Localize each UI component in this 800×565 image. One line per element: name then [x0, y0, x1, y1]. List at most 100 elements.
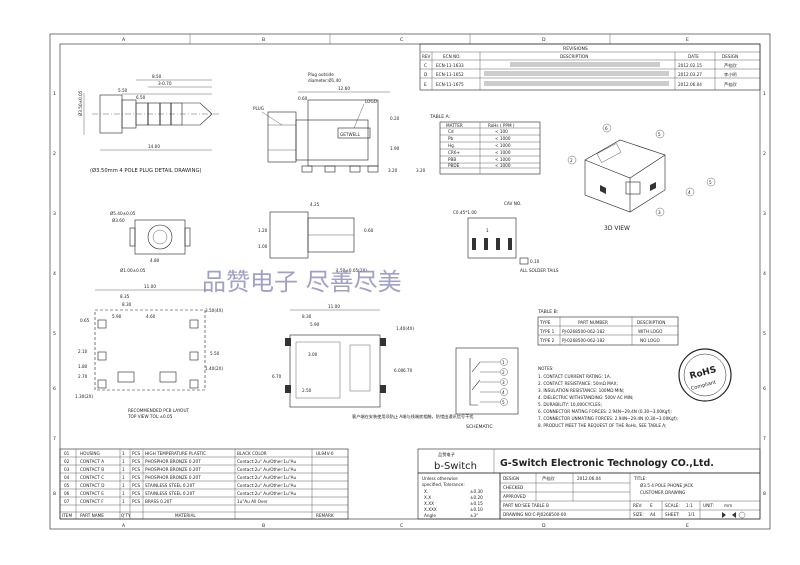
dim: 6.70	[272, 374, 282, 379]
note-item: 5. DURABILITY: 10,000CYCLES;	[538, 402, 602, 407]
svg-text:1: 1	[122, 483, 125, 488]
svg-text:PCS: PCS	[132, 491, 140, 496]
svg-text:UNIT:: UNIT:	[703, 503, 714, 508]
svg-text:1: 1	[486, 228, 489, 233]
svg-text:Hg: Hg	[448, 143, 454, 148]
watermark-text: 品赞电子 尽善尽美	[202, 268, 402, 296]
cavity-label: CAV NO.	[504, 201, 521, 206]
svg-text:1: 1	[763, 91, 766, 97]
svg-text:< 100: < 100	[495, 129, 508, 134]
dim: 2.10	[78, 349, 88, 354]
svg-text:C: C	[424, 63, 427, 68]
dim: 12.60	[338, 86, 350, 91]
svg-text:< 1000: < 1000	[495, 143, 511, 148]
svg-text:APPROVED: APPROVED	[503, 494, 526, 499]
svg-text:MATERIAL: MATERIAL	[175, 513, 196, 518]
dim: 5.50	[210, 351, 220, 356]
svg-text:1: 1	[122, 467, 125, 472]
svg-text:SCALE:: SCALE:	[665, 503, 680, 508]
svg-text:6: 6	[763, 386, 766, 392]
svg-text:02: 02	[64, 459, 70, 464]
svg-text:ECN-11-1652: ECN-11-1652	[436, 72, 464, 77]
col-label: B	[262, 523, 265, 529]
col-label: A	[122, 37, 126, 43]
svg-text:BRASS 0.20T: BRASS 0.20T	[145, 499, 172, 504]
border-column-letters-bottom: A B C D E	[122, 523, 689, 529]
note-item: 2. CONTACT RESISTANCE: 50mΩ MAX;	[538, 381, 618, 386]
dim: 0.60	[364, 228, 374, 233]
svg-text:芦桂欣: 芦桂欣	[542, 475, 555, 482]
svg-text:Contact:2u" Au/Other:1u"Au: Contact:2u" Au/Other:1u"Au	[237, 475, 297, 480]
dim: 1.40(4X)	[396, 326, 414, 331]
col-label: C	[400, 523, 403, 529]
svg-text:PCS: PCS	[132, 499, 140, 504]
svg-text:PJ-0268500-062-182: PJ-0268500-062-182	[562, 338, 605, 343]
svg-text:ECN NO.: ECN NO.	[443, 54, 461, 59]
svg-text:CONTACT D: CONTACT D	[80, 483, 104, 488]
svg-text:李小明: 李小明	[724, 71, 737, 78]
dim: 1.30(2X)	[75, 394, 93, 399]
3d-view-label: 3D VIEW	[604, 225, 630, 232]
svg-text:Cd: Cd	[448, 129, 454, 134]
svg-text:2012.02.15: 2012.02.15	[678, 63, 702, 68]
svg-text:X.XX: X.XX	[424, 501, 434, 506]
install-note: 客户端在安装使用须防止 A端与线端底相触，防错由通讯信号干扰	[352, 413, 474, 420]
table-a-title: TABLE A:	[429, 114, 451, 120]
svg-text:SIZE:: SIZE:	[633, 512, 644, 517]
svg-text:A4: A4	[650, 512, 656, 517]
svg-text:2: 2	[53, 151, 56, 157]
svg-text:1u"Au All Over: 1u"Au All Over	[237, 499, 268, 504]
company-logo-cn: 品赞电子	[438, 451, 455, 458]
svg-text:6: 6	[605, 126, 608, 131]
svg-text:±0.30: ±0.30	[470, 489, 483, 494]
svg-text:PART NO:SEE TABLE B: PART NO:SEE TABLE B	[503, 503, 549, 508]
svg-text:06: 06	[64, 491, 70, 496]
svg-text:PCS: PCS	[132, 483, 140, 488]
svg-text:DESCRIPTION: DESCRIPTION	[560, 54, 588, 59]
svg-text:X.: X.	[424, 489, 428, 494]
svg-text:DATE: DATE	[688, 54, 699, 59]
svg-text:E: E	[424, 82, 427, 87]
svg-text:Unless otherwise: Unless otherwise	[422, 476, 458, 481]
rohs-badge: RoHS Compliant	[678, 348, 732, 402]
dim: 0.60	[298, 96, 308, 101]
note-item: 3. INSULATION RESISTANCE: 100MΩ MIN;	[538, 388, 624, 393]
svg-text:STAINLESS STEEL 0.20T: STAINLESS STEEL 0.20T	[145, 483, 195, 488]
border-column-letters-top: A B C D E	[122, 34, 689, 44]
dim: 3-0.70	[158, 81, 172, 86]
pcb-caption: RECOMMENDED PCB LAYOUT	[128, 408, 190, 413]
note-item: 4. DIELECTRIC WITHSTANDING: 500V AC MIN;	[538, 395, 633, 400]
svg-text:TYPE: TYPE	[539, 320, 551, 325]
flatness-note: ALL SOLDER TAILS	[520, 268, 559, 273]
title-block: DESIGN 芦桂欣 2012.06.04 CHECKED APPROVED P…	[499, 472, 761, 520]
front-view-drawing: Ø5.40±0.05 Ø3.60 Ø1.00±0.05 4.80	[110, 211, 191, 273]
svg-text:5: 5	[502, 400, 505, 405]
svg-text:WITH LOGO: WITH LOGO	[638, 329, 663, 334]
svg-text:8: 8	[763, 491, 766, 497]
small-side-view: 4.25 1.20 1.00 1.50±0.05(2X) 0.60	[258, 202, 374, 273]
svg-text:PART NUMBER: PART NUMBER	[578, 320, 608, 325]
svg-text:CR6+: CR6+	[448, 150, 460, 155]
notes-block: NOTES: 1. CONTACT CURRENT RATING: 1A. 2.…	[538, 366, 678, 428]
side-view-drawing: GETWELL 12.60 Plug outside diameter:Ø1.4…	[253, 72, 426, 173]
svg-text:04: 04	[64, 475, 70, 480]
svg-text:7: 7	[763, 436, 766, 442]
rohs-compliant: Compliant	[690, 380, 716, 392]
svg-text:PJ-0268500-062-182: PJ-0268500-062-182	[562, 329, 605, 334]
dim: 3.00	[308, 352, 318, 357]
svg-text:2012.06.04: 2012.06.04	[678, 82, 702, 87]
svg-text:Contact:2u" Au/Other:1u"Au: Contact:2u" Au/Other:1u"Au	[237, 459, 297, 464]
svg-text:Pb: Pb	[448, 136, 454, 141]
dim: Ø3.50±0.05	[78, 90, 83, 116]
company-logo: b-Switch	[434, 461, 477, 472]
dim: 5.50	[118, 88, 128, 93]
logo-label: LOGO	[365, 99, 378, 104]
top-view-drawing: 11.00 8.30 5.90 1.40(4X) 6.70 6.00 6.70 …	[272, 304, 474, 420]
svg-text:Q'TY: Q'TY	[121, 513, 131, 518]
svg-text:4: 4	[688, 190, 691, 195]
dim: 11.00	[144, 284, 156, 289]
svg-text:specified, Tolerance:: specified, Tolerance:	[422, 482, 465, 487]
pcb-caption-sub: TOP VIEW TOL:±0.05	[127, 414, 173, 419]
svg-text:STAINLESS STEEL 0.20T: STAINLESS STEEL 0.20T	[145, 491, 195, 496]
svg-text:E: E	[650, 503, 653, 508]
